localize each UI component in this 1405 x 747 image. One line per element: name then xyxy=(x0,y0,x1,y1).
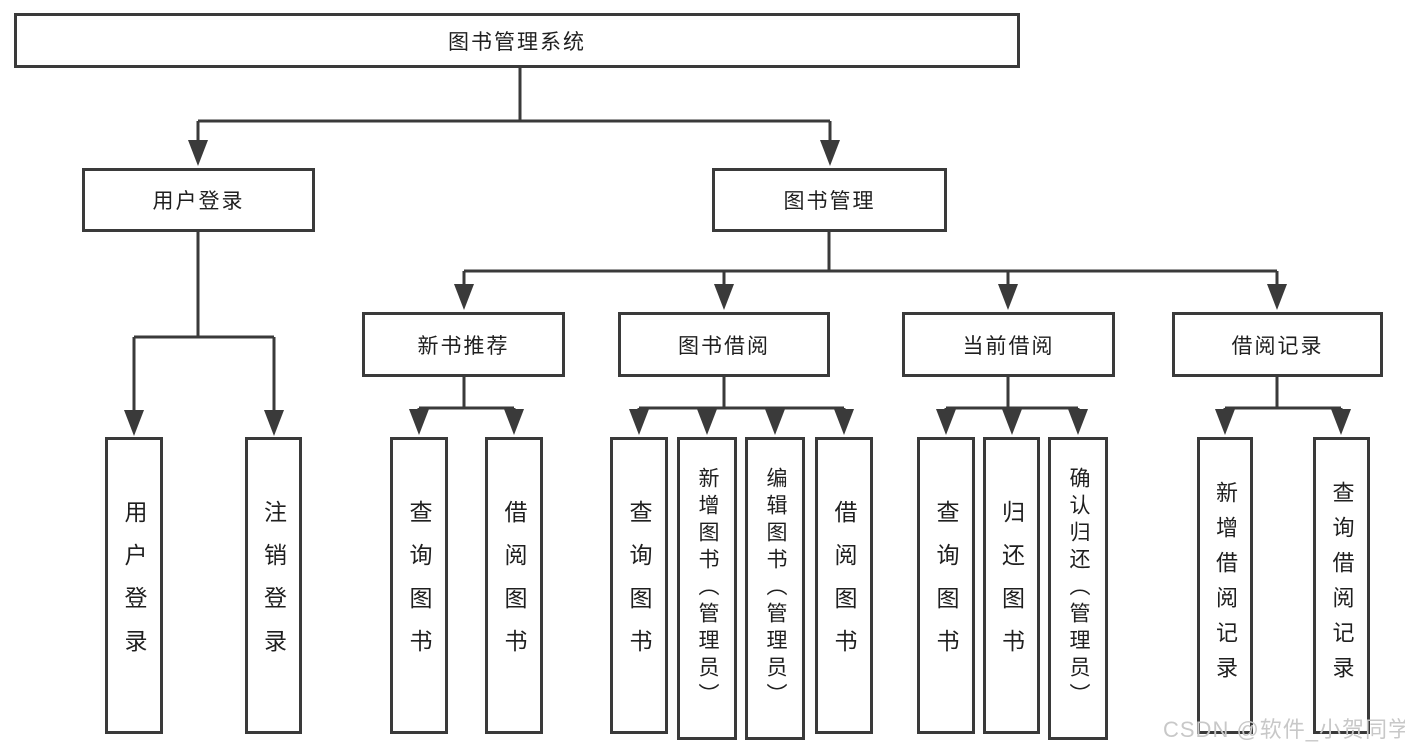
connector-borrow-records-to-leaves xyxy=(1223,377,1343,416)
arrow-down-icon xyxy=(504,409,524,435)
arrow-down-icon xyxy=(1068,409,1088,435)
arrow-down-icon xyxy=(1215,409,1235,435)
csdn-watermark: CSDN @软件_小贺同学 xyxy=(1163,717,1405,742)
arrow-down-icon xyxy=(714,284,734,310)
node-book-borrow: 图书借阅 xyxy=(618,312,830,377)
node-leaf-logout: 注销登录 xyxy=(245,437,302,734)
arrow-down-icon xyxy=(124,410,144,436)
arrow-down-icon xyxy=(629,409,649,435)
node-label: 归还图书 xyxy=(998,499,1025,672)
node-leaf-borrow-books-2: 借阅图书 xyxy=(815,437,873,734)
node-leaf-user-login: 用户登录 xyxy=(105,437,163,734)
connector-paths xyxy=(132,68,1343,416)
node-label: 新增借阅记录 xyxy=(1213,480,1238,691)
arrow-down-icon xyxy=(765,409,785,435)
node-label: 查询图书 xyxy=(406,499,432,672)
node-label: 编辑图书（管理员） xyxy=(764,467,787,710)
arrow-down-icon xyxy=(264,410,284,436)
connector-user-login-to-leaves xyxy=(132,232,276,416)
node-label: 确认归还（管理员） xyxy=(1067,467,1090,710)
arrow-down-icon xyxy=(409,409,429,435)
arrow-down-icon xyxy=(697,409,717,435)
node-library-system: 图书管理系统 xyxy=(14,13,1020,68)
node-label: 图书管理 xyxy=(783,190,876,213)
connector-book-borrow-to-leaves xyxy=(637,377,846,416)
connector-arrowheads xyxy=(124,140,1351,436)
arrow-down-icon xyxy=(188,140,208,166)
node-label: 注销登录 xyxy=(260,499,287,672)
node-current-borrow: 当前借阅 xyxy=(902,312,1115,377)
arrow-down-icon xyxy=(820,140,840,166)
node-label: 用户登录 xyxy=(121,499,147,672)
node-label: 查询图书 xyxy=(626,499,652,672)
arrow-down-icon xyxy=(1002,409,1022,435)
node-borrow-records: 借阅记录 xyxy=(1172,312,1383,377)
connector-new-book-to-leaves xyxy=(417,377,516,416)
arrow-down-icon xyxy=(936,409,956,435)
arrow-down-icon xyxy=(998,284,1018,310)
node-label: 当前借阅 xyxy=(962,334,1055,358)
node-label: 图书借阅 xyxy=(678,334,770,358)
node-book-management: 图书管理 xyxy=(712,168,947,232)
node-leaf-query-borrow-record: 查询借阅记录 xyxy=(1313,437,1370,734)
node-leaf-add-books-admin: 新增图书（管理员） xyxy=(677,437,737,740)
node-label: 借阅图书 xyxy=(501,499,527,672)
node-new-book-recommend: 新书推荐 xyxy=(362,312,565,377)
node-user-login: 用户登录 xyxy=(82,168,315,232)
arrow-down-icon xyxy=(454,284,474,310)
node-leaf-add-borrow-record: 新增借阅记录 xyxy=(1197,437,1253,734)
arrow-down-icon xyxy=(1331,409,1351,435)
node-label: 新书推荐 xyxy=(417,334,510,358)
node-leaf-query-books-3: 查询图书 xyxy=(917,437,975,734)
arrow-down-icon xyxy=(834,409,854,435)
node-leaf-query-books-1: 查询图书 xyxy=(390,437,448,734)
node-leaf-query-books-2: 查询图书 xyxy=(610,437,668,734)
node-leaf-edit-books-admin: 编辑图书（管理员） xyxy=(745,437,805,740)
node-leaf-confirm-return-admin: 确认归还（管理员） xyxy=(1048,437,1108,740)
node-label: 图书管理系统 xyxy=(448,30,586,54)
node-label: 新增图书（管理员） xyxy=(696,467,719,710)
node-leaf-borrow-books-1: 借阅图书 xyxy=(485,437,543,734)
node-label: 查询借阅记录 xyxy=(1329,480,1355,691)
node-label: 借阅图书 xyxy=(831,499,857,672)
node-label: 借阅记录 xyxy=(1231,334,1324,358)
connector-book-mgmt-to-level3 xyxy=(462,232,1279,292)
node-leaf-return-books: 归还图书 xyxy=(983,437,1040,734)
arrow-down-icon xyxy=(1267,284,1287,310)
connector-root-to-level2 xyxy=(196,68,832,146)
node-label: 查询图书 xyxy=(933,499,959,672)
node-label: 用户登录 xyxy=(152,190,245,213)
